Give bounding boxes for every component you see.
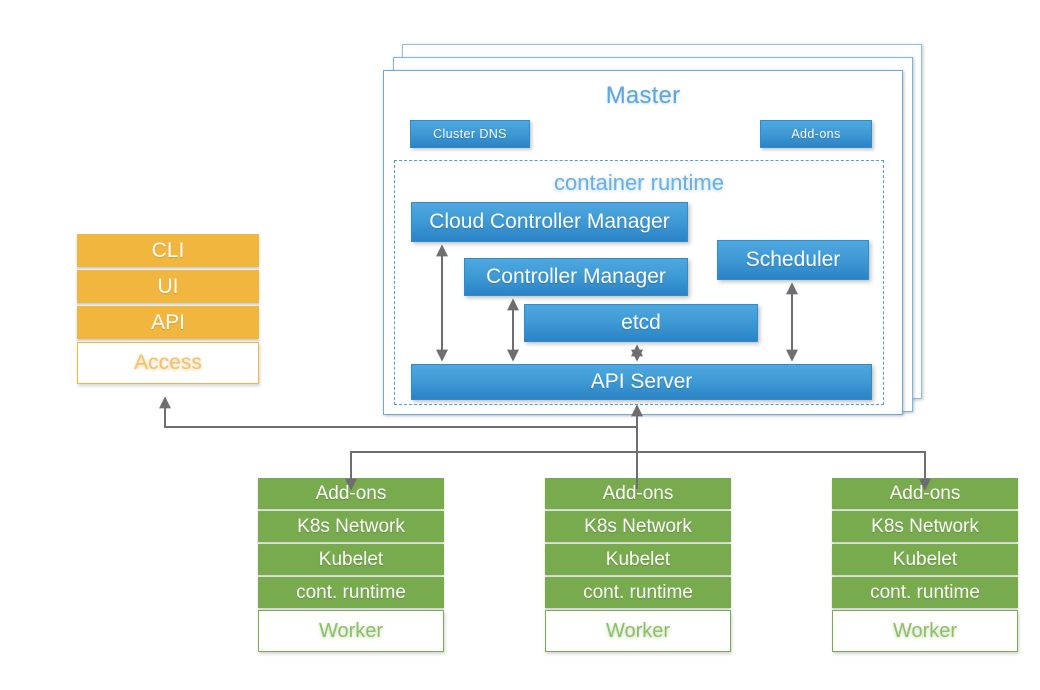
worker-1-row-kubelet[interactable]: Kubelet (258, 544, 444, 575)
access-group-label: Access (77, 342, 259, 384)
access-row-cli[interactable]: CLI (77, 234, 259, 267)
controller-manager-box[interactable]: Controller Manager (464, 258, 688, 296)
worker-2-row-addons[interactable]: Add-ons (545, 478, 731, 509)
worker-3-row-addons[interactable]: Add-ons (832, 478, 1018, 509)
worker-node-3: Add-ons K8s Network Kubelet cont. runtim… (832, 478, 1018, 654)
worker-2-group-label: Worker (545, 610, 731, 652)
worker-node-1: Add-ons K8s Network Kubelet cont. runtim… (258, 478, 444, 654)
worker-1-group-label: Worker (258, 610, 444, 652)
access-row-ui[interactable]: UI (77, 270, 259, 303)
cluster-dns-box[interactable]: Cluster DNS (410, 120, 530, 148)
worker-3-row-cont-runtime[interactable]: cont. runtime (832, 577, 1018, 608)
etcd-box[interactable]: etcd (524, 304, 758, 342)
master-addons-box[interactable]: Add-ons (760, 120, 872, 148)
worker-1-row-addons[interactable]: Add-ons (258, 478, 444, 509)
worker-1-row-cont-runtime[interactable]: cont. runtime (258, 577, 444, 608)
access-row-api[interactable]: API (77, 306, 259, 339)
worker-1-row-k8s-network[interactable]: K8s Network (258, 511, 444, 542)
worker-2-row-cont-runtime[interactable]: cont. runtime (545, 577, 731, 608)
cloud-controller-manager-box[interactable]: Cloud Controller Manager (411, 202, 688, 242)
master-title: Master (605, 82, 681, 109)
worker-3-row-kubelet[interactable]: Kubelet (832, 544, 1018, 575)
worker-2-row-kubelet[interactable]: Kubelet (545, 544, 731, 575)
worker-3-group-label: Worker (832, 610, 1018, 652)
worker-2-row-k8s-network[interactable]: K8s Network (545, 511, 731, 542)
worker-node-2: Add-ons K8s Network Kubelet cont. runtim… (545, 478, 731, 654)
api-server-box[interactable]: API Server (411, 364, 872, 400)
scheduler-box[interactable]: Scheduler (717, 240, 869, 280)
worker-3-row-k8s-network[interactable]: K8s Network (832, 511, 1018, 542)
container-runtime-title: container runtime (554, 170, 724, 195)
access-stack: CLI UI API Access (77, 234, 259, 389)
